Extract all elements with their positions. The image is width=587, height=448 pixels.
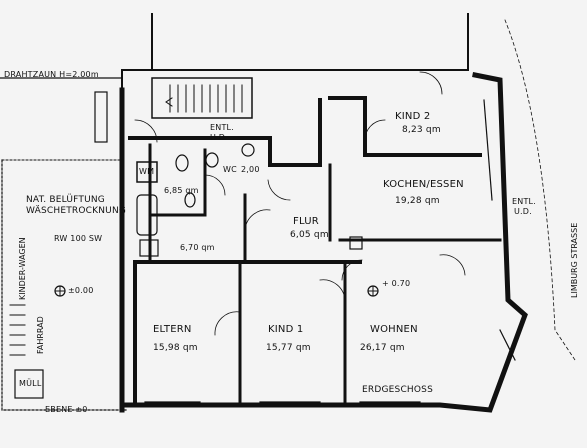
room-kind1-name: KIND 1 xyxy=(268,324,304,335)
room-wohnen-name: WOHNEN xyxy=(370,324,418,335)
fahrrad-label: FAHRRAD xyxy=(36,316,45,354)
level-left: ±0.00 xyxy=(68,286,94,295)
floor-label: ERDGESCHOSS xyxy=(362,385,434,395)
vent-label-1: NAT. BELÜFTUNG xyxy=(26,195,105,205)
room-kind2-name: KIND 2 xyxy=(395,111,431,122)
street-label: LIMBURG STRASSE xyxy=(570,222,579,298)
room-eltern-area: 15,98 qm xyxy=(153,343,198,353)
room-wc-area: 2,00 xyxy=(241,165,260,174)
outdoor-area xyxy=(1,159,129,411)
muell-box xyxy=(14,369,44,399)
fence-label: DRAHTZAUN H=2.00m xyxy=(4,70,99,79)
level-right: + 0.70 xyxy=(382,279,411,288)
rw-label: RW 100 SW xyxy=(54,234,103,243)
vent-label-2: WÄSCHETROCKNUNG xyxy=(26,206,127,216)
room-kind2-area: 8,23 qm xyxy=(402,125,441,135)
top-wall xyxy=(151,13,469,71)
room-store-area: 6,70 qm xyxy=(180,243,215,252)
room-flur-name: FLUR xyxy=(293,216,319,227)
room-kochen-area: 19,28 qm xyxy=(395,196,440,206)
room-bath-area: 6,85 qm xyxy=(164,186,199,195)
wm-box xyxy=(136,161,158,183)
room-kind1-area: 15,77 qm xyxy=(266,343,311,353)
entl-top-1: ENTL. xyxy=(210,123,234,132)
stairs xyxy=(169,84,243,113)
kinderwagen-label: KINDER-WAGEN xyxy=(18,237,27,300)
muell-label: MÜLL xyxy=(19,379,42,388)
outer-wall-right xyxy=(119,72,528,413)
room-flur-area: 6,05 qm xyxy=(290,230,329,240)
entl-right-1: ENTL. xyxy=(512,197,536,206)
room-wc-name: WC xyxy=(223,165,237,174)
bathtub xyxy=(136,194,158,236)
room-eltern-name: ELTERN xyxy=(153,324,192,335)
ebene-label: EBENE ±0 xyxy=(45,405,88,414)
entl-top-2: U.D. xyxy=(210,133,228,142)
wm-label: WM xyxy=(139,167,155,176)
room-wohnen-area: 26,17 qm xyxy=(360,343,405,353)
entl-right-2: U.D. xyxy=(514,207,532,216)
room-kochen-name: KOCHEN/ESSEN xyxy=(383,179,464,190)
